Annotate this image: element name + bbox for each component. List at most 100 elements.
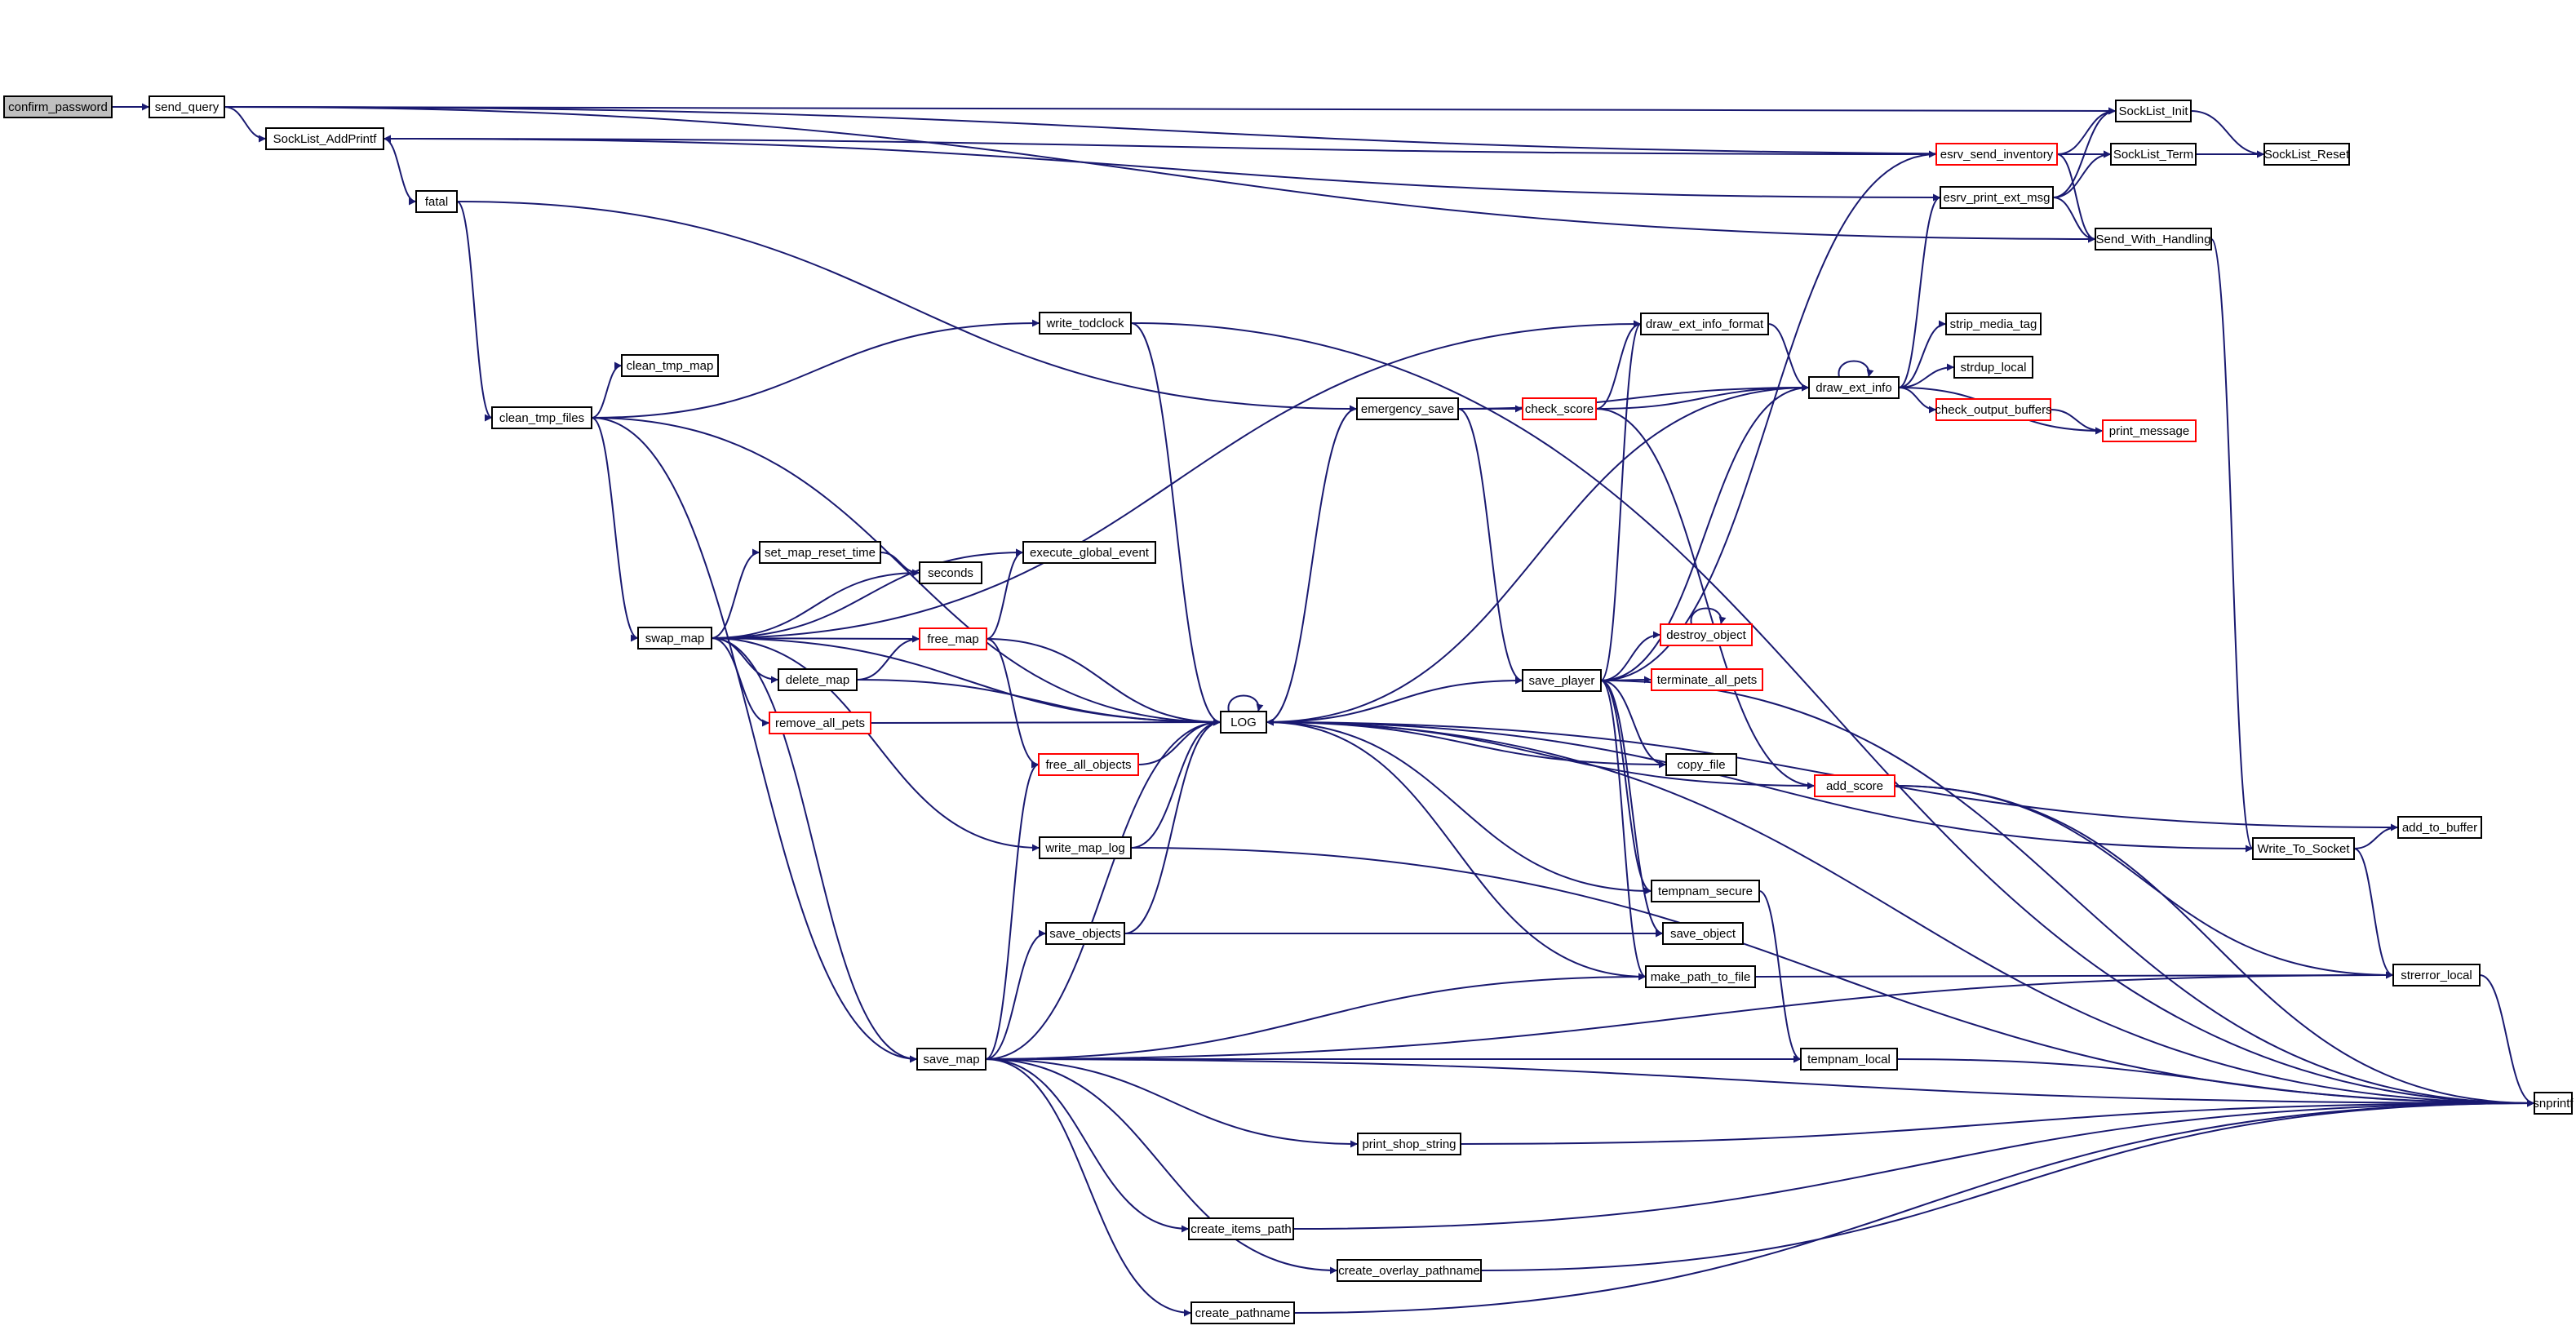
node-Send_With_Handling[interactable]: Send_With_Handling: [2095, 228, 2212, 251]
node-box-check_score: [1522, 397, 1597, 420]
node-box-check_output_buffers: [1935, 398, 2051, 421]
edge-clean_tmp_files-to-write_todclock: [591, 319, 1040, 419]
node-create_items_path[interactable]: create_items_path: [1188, 1217, 1294, 1240]
node-print_message[interactable]: print_message: [2102, 419, 2197, 442]
node-make_path_to_file[interactable]: make_path_to_file: [1645, 965, 1756, 988]
node-box-strdup_local: [1953, 356, 2033, 379]
node-box-tempnam_local: [1800, 1048, 1898, 1071]
node-execute_global_event[interactable]: execute_global_event: [1022, 541, 1156, 564]
node-write_map_log[interactable]: write_map_log: [1039, 836, 1132, 859]
node-esrv_print_ext_msg[interactable]: esrv_print_ext_msg: [1940, 186, 2054, 209]
node-fatal[interactable]: fatal: [415, 190, 458, 213]
edge-write_map_log-to-LOG: [1130, 718, 1221, 849]
node-confirm_password[interactable]: confirm_password: [3, 95, 113, 118]
node-copy_file[interactable]: copy_file: [1665, 753, 1737, 776]
node-SockList_Reset[interactable]: SockList_Reset: [2263, 143, 2350, 166]
node-label-emergency_save: emergency_save: [1361, 402, 1454, 416]
node-terminate_all_pets[interactable]: terminate_all_pets: [1651, 668, 1763, 691]
edge-clean_tmp_files-to-clean_tmp_map: [591, 361, 623, 419]
node-seconds[interactable]: seconds: [919, 561, 982, 584]
node-remove_all_pets[interactable]: remove_all_pets: [769, 712, 871, 734]
node-strip_media_tag[interactable]: strip_media_tag: [1945, 313, 2042, 335]
node-send_query[interactable]: send_query: [149, 95, 225, 118]
node-box-delete_map: [778, 668, 858, 691]
edge-esrv_send_inventory-to-Send_With_Handling: [2056, 153, 2096, 243]
node-label-seconds: seconds: [928, 566, 973, 580]
edge-delete_map-to-free_map: [856, 635, 920, 681]
node-clean_tmp_map[interactable]: clean_tmp_map: [621, 354, 719, 377]
node-save_objects[interactable]: save_objects: [1045, 922, 1125, 945]
node-print_shop_string[interactable]: print_shop_string: [1357, 1133, 1461, 1155]
node-save_map[interactable]: save_map: [916, 1048, 987, 1071]
node-esrv_send_inventory[interactable]: esrv_send_inventory: [1935, 143, 2058, 166]
edge-SockList_Init-to-SockList_Reset: [2190, 110, 2265, 158]
node-box-snprintf: [2534, 1092, 2573, 1115]
node-label-fatal: fatal: [425, 195, 448, 209]
edge-clean_tmp_files-to-save_map: [591, 417, 918, 1063]
node-add_score[interactable]: add_score: [1814, 774, 1895, 797]
node-SockList_AddPrintf[interactable]: SockList_AddPrintf: [265, 127, 384, 150]
node-box-create_pathname: [1190, 1301, 1295, 1324]
node-label-SockList_Init: SockList_Init: [2118, 104, 2188, 118]
node-label-create_items_path: create_items_path: [1190, 1222, 1291, 1236]
node-tempnam_local[interactable]: tempnam_local: [1800, 1048, 1898, 1071]
node-strerror_local[interactable]: strerror_local: [2392, 964, 2481, 987]
edge-save_map-to-make_path_to_file: [985, 973, 1647, 1060]
edge-delete_map-to-LOG: [856, 679, 1221, 726]
edge-check_score-to-draw_ext_info: [1595, 384, 1810, 410]
node-label-copy_file: copy_file: [1677, 758, 1725, 772]
node-tempnam_secure[interactable]: tempnam_secure: [1651, 880, 1760, 902]
node-box-SockList_AddPrintf: [265, 127, 384, 150]
node-box-execute_global_event: [1022, 541, 1156, 564]
node-save_player[interactable]: save_player: [1522, 669, 1602, 692]
node-delete_map[interactable]: delete_map: [778, 668, 858, 691]
node-label-draw_ext_info: draw_ext_info: [1816, 381, 1891, 395]
node-box-Send_With_Handling: [2095, 228, 2212, 251]
node-destroy_object[interactable]: destroy_object: [1660, 623, 1753, 646]
node-label-LOG: LOG: [1230, 716, 1257, 729]
node-box-esrv_send_inventory: [1935, 143, 2058, 166]
node-free_all_objects[interactable]: free_all_objects: [1038, 753, 1139, 776]
node-label-Write_To_Socket: Write_To_Socket: [2257, 842, 2350, 856]
node-label-esrv_print_ext_msg: esrv_print_ext_msg: [1944, 191, 2051, 205]
node-swap_map[interactable]: swap_map: [637, 627, 712, 650]
edge-Write_To_Socket-to-strerror_local: [2353, 848, 2394, 979]
node-box-Write_To_Socket: [2252, 837, 2355, 860]
node-label-strip_media_tag: strip_media_tag: [1950, 317, 2037, 331]
node-create_pathname[interactable]: create_pathname: [1190, 1301, 1295, 1324]
node-SockList_Init[interactable]: SockList_Init: [2115, 100, 2192, 122]
edge-tempnam_secure-to-tempnam_local: [1758, 890, 1802, 1063]
node-clean_tmp_files[interactable]: clean_tmp_files: [491, 406, 592, 429]
edge-check_score-to-add_score: [1595, 408, 1816, 790]
node-LOG[interactable]: LOG: [1220, 711, 1267, 734]
node-draw_ext_info[interactable]: draw_ext_info: [1808, 376, 1900, 399]
node-label-save_player: save_player: [1529, 674, 1595, 688]
node-save_object[interactable]: save_object: [1662, 922, 1744, 945]
edge-add_score-to-snprintf: [1894, 785, 2535, 1107]
node-create_overlay_pathname[interactable]: create_overlay_pathname: [1337, 1259, 1482, 1282]
node-label-SockList_Term: SockList_Term: [2113, 148, 2193, 162]
node-label-send_query: send_query: [155, 100, 219, 114]
edge-draw_ext_info-to-check_output_buffers: [1898, 387, 1937, 414]
node-add_to_buffer[interactable]: add_to_buffer: [2397, 816, 2482, 839]
node-strdup_local[interactable]: strdup_local: [1953, 356, 2033, 379]
edge-esrv_send_inventory-to-SockList_AddPrintf: [383, 135, 1937, 155]
node-box-add_score: [1814, 774, 1895, 797]
node-SockList_Term[interactable]: SockList_Term: [2110, 143, 2197, 166]
node-draw_ext_info_format[interactable]: draw_ext_info_format: [1640, 313, 1769, 335]
node-label-make_path_to_file: make_path_to_file: [1651, 970, 1751, 984]
node-check_score[interactable]: check_score: [1522, 397, 1597, 420]
node-free_map[interactable]: free_map: [919, 627, 987, 650]
edge-save_player-to-save_object: [1600, 680, 1664, 938]
node-box-create_overlay_pathname: [1337, 1259, 1482, 1282]
edge-swap_map-to-delete_map: [711, 637, 779, 684]
edge-esrv_print_ext_msg-to-Send_With_Handling: [2052, 197, 2096, 243]
node-write_todclock[interactable]: write_todclock: [1039, 312, 1132, 335]
edge-save_map-to-strerror_local: [985, 971, 2394, 1060]
node-check_output_buffers[interactable]: check_output_buffers: [1935, 398, 2052, 421]
node-emergency_save[interactable]: emergency_save: [1356, 397, 1459, 420]
node-set_map_reset_time[interactable]: set_map_reset_time: [759, 541, 881, 564]
node-snprintf[interactable]: snprintf: [2533, 1092, 2574, 1115]
node-Write_To_Socket[interactable]: Write_To_Socket: [2252, 837, 2355, 860]
edge-make_path_to_file-to-LOG: [1266, 718, 1647, 978]
